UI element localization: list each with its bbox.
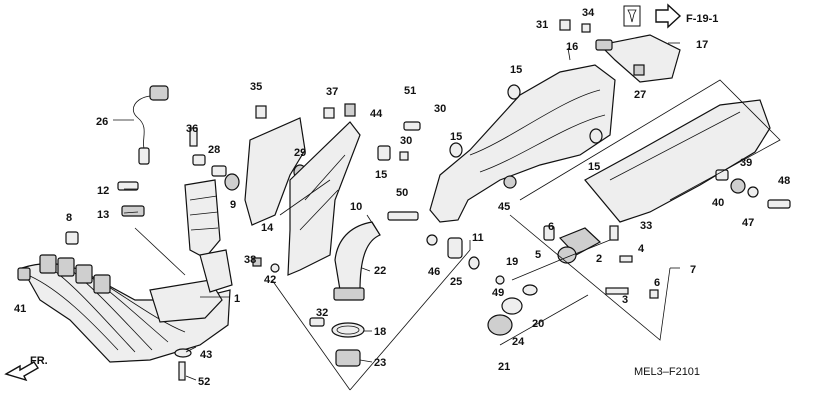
callout-52: 52 [198, 376, 210, 388]
callout-45: 45 [498, 201, 510, 213]
callout-6: 6 [548, 221, 554, 233]
muffler-body [429, 64, 616, 223]
callout-15d: 15 [588, 161, 600, 173]
gasket-23 [335, 349, 361, 367]
callout-27: 27 [634, 89, 646, 101]
callout-48: 48 [778, 175, 790, 187]
bolt-icon [623, 5, 641, 27]
callout-33: 33 [640, 220, 652, 232]
callout-22: 22 [374, 265, 386, 277]
callout-41: 41 [14, 303, 26, 315]
callout-50: 50 [396, 187, 408, 199]
callout-11: 11 [472, 232, 484, 244]
connector-pipe [334, 221, 381, 291]
callout-30b: 30 [400, 135, 412, 147]
callout-36: 36 [186, 123, 198, 135]
callout-39: 39 [740, 157, 752, 169]
callout-16: 16 [566, 41, 578, 53]
oxygen-sensor [133, 85, 169, 165]
callout-51: 51 [404, 85, 416, 97]
reference-arrow-icon [655, 3, 682, 29]
callouts: 1 2 3 4 5 6 6 7 8 9 10 11 12 13 14 15 15… [14, 7, 790, 388]
callout-15c: 15 [375, 169, 387, 181]
callout-32: 32 [316, 307, 328, 319]
callout-25: 25 [450, 276, 462, 288]
callout-34: 34 [582, 7, 595, 19]
callout-29: 29 [294, 147, 306, 159]
callout-12: 12 [97, 185, 109, 197]
callout-18: 18 [374, 326, 386, 338]
front-arrow-icon [4, 361, 39, 382]
callout-3: 3 [622, 294, 628, 306]
drawing-code: MEL3–F2101 [634, 366, 700, 378]
callout-7: 7 [690, 264, 696, 276]
left-small-parts [17, 127, 280, 381]
callout-46: 46 [428, 266, 440, 278]
reference-label[interactable]: F-19-1 [686, 13, 718, 25]
callout-9: 9 [230, 199, 236, 211]
callout-19: 19 [506, 256, 518, 268]
callout-28: 28 [208, 144, 220, 156]
callout-17: 17 [696, 39, 708, 51]
callout-26: 26 [96, 116, 108, 128]
top-bracket [598, 34, 681, 83]
callout-5: 5 [535, 249, 541, 261]
callout-37: 37 [326, 86, 338, 98]
callout-31: 31 [536, 19, 548, 31]
callout-35: 35 [250, 81, 262, 93]
callout-14: 14 [261, 222, 274, 234]
callout-40: 40 [712, 197, 724, 209]
callout-23: 23 [374, 357, 386, 369]
bolt-35 [255, 105, 267, 119]
callout-24: 24 [512, 336, 525, 348]
callout-43: 43 [200, 349, 212, 361]
callout-20: 20 [532, 318, 544, 330]
callout-10: 10 [350, 201, 362, 213]
callout-4: 4 [638, 243, 645, 255]
callout-2: 2 [596, 253, 602, 265]
callout-13: 13 [97, 209, 109, 221]
header-pipes [21, 179, 233, 363]
callout-8: 8 [66, 212, 72, 224]
callout-1: 1 [234, 293, 240, 305]
leader-lines [113, 42, 781, 391]
silencer [584, 99, 771, 223]
callout-30a: 30 [434, 103, 446, 115]
callout-15a: 15 [510, 64, 522, 76]
right-small-parts [377, 84, 791, 336]
callout-44: 44 [370, 108, 383, 120]
callout-21: 21 [498, 361, 510, 373]
exhaust-clamp [331, 322, 365, 338]
heat-shield [244, 117, 306, 226]
connector-cover [287, 121, 361, 276]
callout-38: 38 [244, 254, 256, 266]
callout-15b: 15 [450, 131, 462, 143]
callout-49: 49 [492, 287, 504, 299]
front-label: FR. [30, 355, 48, 367]
callout-42: 42 [264, 274, 276, 286]
callout-47: 47 [742, 217, 754, 229]
callout-6b: 6 [654, 277, 660, 289]
